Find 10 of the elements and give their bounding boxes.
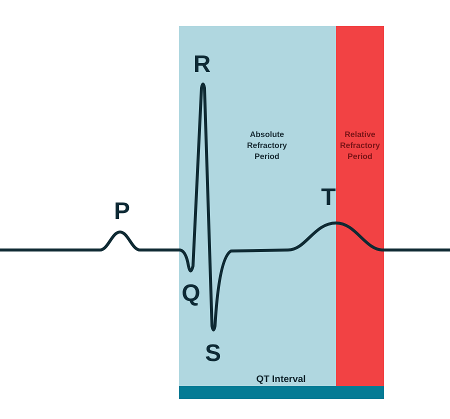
wave-label: Q [182,282,200,306]
wave-label: S [205,342,221,366]
refractory-period-band [179,26,336,386]
band-label: Relative Refractory Period [338,129,381,162]
wave-label: R [193,53,211,77]
interval-label: QT Interval [256,372,306,386]
band-label: Absolute Refractory Period [246,129,288,162]
wave-label: T [321,186,336,210]
wave-label: P [114,200,130,224]
refractory-period-band [336,26,384,386]
